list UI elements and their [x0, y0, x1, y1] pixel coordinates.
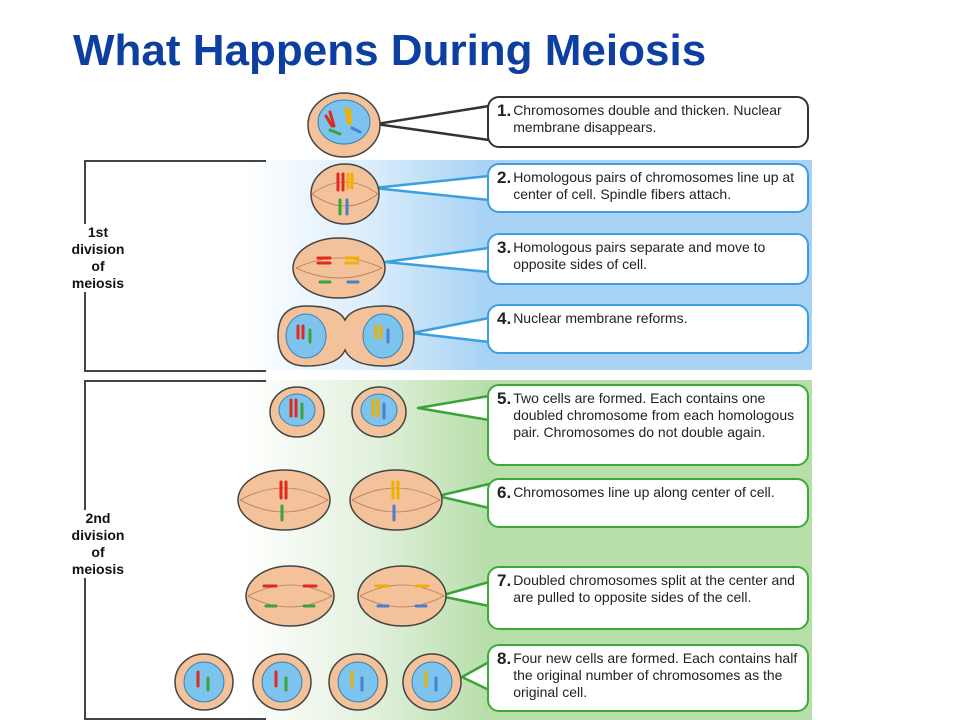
callout-pointer-2 — [372, 174, 491, 202]
division-label-line: 1st — [87, 224, 109, 240]
step-2-callout: 2. Homologous pairs of chromosomes line … — [487, 163, 809, 213]
step-text: Chromosomes line up along center of cell… — [513, 484, 775, 500]
step-text: Chromosomes double and thicken. Nuclear … — [513, 102, 782, 135]
step-number: 2. — [497, 168, 512, 187]
cell-step-4 — [277, 305, 415, 367]
step-number: 4. — [497, 309, 512, 328]
cell-step-1 — [307, 92, 381, 158]
first-division-label: 1st division of meiosis — [66, 224, 130, 292]
cell-step-6-right — [349, 469, 443, 531]
step-4-callout: 4. Nuclear membrane reforms. — [487, 304, 809, 354]
step-text: Four new cells are formed. Each contains… — [513, 650, 798, 700]
cell-step-3 — [292, 237, 386, 299]
step-1-callout: 1. Chromosomes double and thicken. Nucle… — [487, 96, 809, 148]
division-label-line: meiosis — [71, 561, 125, 577]
division-label-line: division — [71, 241, 125, 257]
page-title: What Happens During Meiosis — [73, 26, 707, 75]
step-text: Homologous pairs separate and move to op… — [513, 239, 766, 272]
callout-pointer-7 — [438, 580, 491, 608]
callout-pointer-1 — [374, 104, 491, 142]
second-division-label: 2nd division of meiosis — [66, 510, 130, 578]
step-text: Homologous pairs of chromosomes line up … — [513, 169, 795, 202]
step-number: 8. — [497, 649, 512, 668]
step-number: 6. — [497, 483, 512, 502]
division-label-line: meiosis — [71, 275, 125, 291]
cell-step-7-left — [245, 565, 335, 627]
step-5-callout: 5. Two cells are formed. Each contains o… — [487, 384, 809, 466]
step-text: Doubled chromosomes split at the center … — [513, 572, 795, 605]
cell-step-8-a — [174, 653, 234, 711]
cell-step-6-left — [237, 469, 331, 531]
step-8-callout: 8. Four new cells are formed. Each conta… — [487, 644, 809, 712]
step-number: 7. — [497, 571, 512, 590]
step-text: Two cells are formed. Each contains one … — [513, 390, 795, 440]
callout-pointer-3 — [383, 246, 491, 274]
cell-step-8-c — [328, 653, 388, 711]
callout-pointer-6 — [436, 482, 491, 510]
cell-step-8-b — [252, 653, 312, 711]
cell-step-8-d — [402, 653, 462, 711]
step-text: Nuclear membrane reforms. — [513, 310, 688, 326]
step-6-callout: 6. Chromosomes line up along center of c… — [487, 478, 809, 528]
division-label-line: of — [91, 258, 105, 274]
step-number: 3. — [497, 238, 512, 257]
division-label-line: 2nd — [85, 510, 111, 526]
callout-pointer-4 — [410, 316, 491, 344]
step-7-callout: 7. Doubled chromosomes split at the cent… — [487, 566, 809, 630]
step-number: 1. — [497, 101, 512, 120]
cell-step-7-right — [357, 565, 447, 627]
callout-pointer-5 — [416, 394, 491, 422]
step-number: 5. — [497, 389, 512, 408]
cell-step-5-left — [269, 386, 325, 438]
division-label-line: of — [91, 544, 105, 560]
callout-pointer-8 — [460, 660, 491, 692]
cell-step-5-right — [351, 386, 407, 438]
step-3-callout: 3. Homologous pairs separate and move to… — [487, 233, 809, 285]
division-label-line: division — [71, 527, 125, 543]
cell-step-2 — [310, 163, 380, 225]
